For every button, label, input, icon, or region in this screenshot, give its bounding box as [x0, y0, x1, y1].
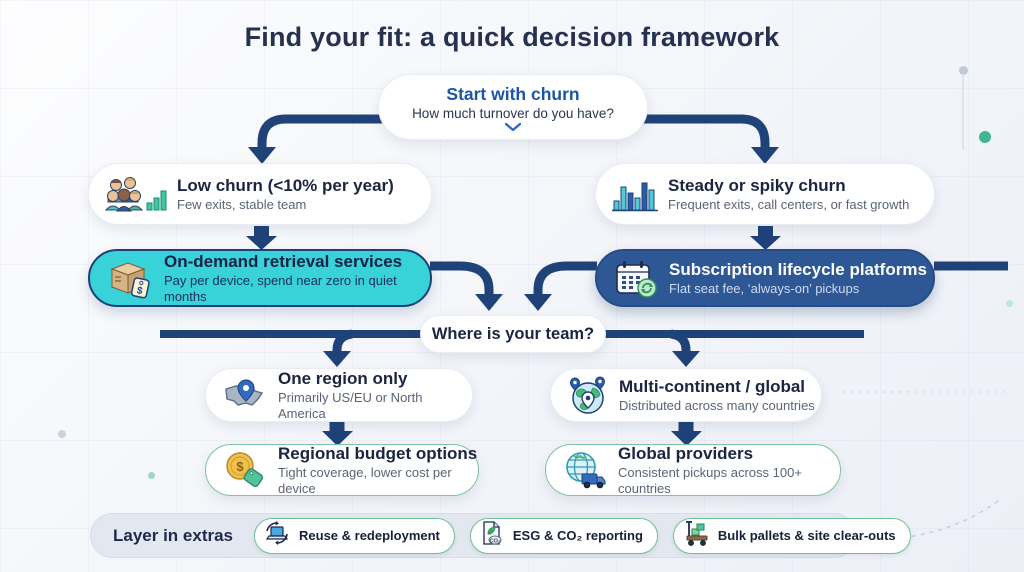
- decor-dot-green: [979, 131, 991, 143]
- pallet-truck-icon: [682, 520, 710, 551]
- svg-text:$: $: [236, 459, 244, 474]
- node-subtitle: Pay per device, spend near zero in quiet…: [164, 272, 397, 305]
- decor-dot-left: [58, 430, 66, 438]
- box-price-tag-icon: $: [106, 257, 154, 299]
- region-map-pin-icon: [222, 377, 268, 413]
- extra-pill-reuse: Reuse & redeployment: [254, 517, 455, 554]
- node-title: Where is your team?: [431, 324, 595, 343]
- node-title: Start with churn: [446, 83, 580, 104]
- svg-text:CO₂: CO₂: [490, 539, 501, 545]
- extras-label: Layer in extras: [113, 525, 234, 545]
- node-title: Low churn (<10% per year): [177, 175, 394, 195]
- node-subtitle: Frequent exits, call centers, or fast gr…: [668, 197, 910, 212]
- decor-dot-gray: [959, 66, 968, 75]
- node-subtitle: Consistent pickups across 100+ countries: [618, 464, 802, 497]
- node-team-question: Where is your team?: [420, 315, 606, 353]
- node-title: Subscription lifecycle platforms: [669, 259, 927, 279]
- extra-pill-label: Reuse & redeployment: [299, 528, 440, 543]
- node-one-region: One region only Primarily US/EU or North…: [205, 368, 473, 422]
- esg-report-icon: CO₂: [479, 520, 505, 551]
- node-global-providers: Global providers Consistent pickups acro…: [545, 444, 841, 496]
- team-growth-icon: [105, 174, 167, 214]
- node-title: Global providers: [618, 443, 754, 463]
- node-subtitle: Flat seat fee, ‘always-on’ pickups: [669, 281, 860, 296]
- node-start-with-churn: Start with churn How much turnover do yo…: [378, 74, 648, 140]
- node-title: On-demand retrieval services: [164, 251, 403, 271]
- extra-pill-bulk: Bulk pallets & site clear-outs: [672, 517, 911, 554]
- node-regional-budget: $ Regional budget options Tight coverage…: [205, 444, 479, 496]
- node-title: Steady or spiky churn: [668, 175, 846, 195]
- node-subtitle: How much turnover do you have?: [412, 105, 614, 121]
- chevron-down-icon: [505, 122, 521, 131]
- bar-chart-icon: [612, 175, 658, 213]
- node-steady-churn: Steady or spiky churn Frequent exits, ca…: [595, 163, 935, 225]
- node-title: Regional budget options: [278, 443, 478, 463]
- decor-dot-teal-small: [1006, 300, 1013, 307]
- node-title: Multi-continent / global: [619, 376, 806, 396]
- laptop-recycle-icon: [263, 520, 291, 551]
- svg-text:$: $: [136, 285, 144, 297]
- page-title: Find your fit: a quick decision framewor…: [244, 22, 780, 52]
- extras-bar: Layer in extras Reuse & redeployment: [90, 513, 911, 558]
- node-multi-continent: Multi-continent / global Distributed acr…: [550, 368, 822, 422]
- node-title: One region only: [278, 368, 408, 388]
- extra-pill-label: Bulk pallets & site clear-outs: [717, 528, 896, 543]
- node-low-churn: Low churn (<10% per year) Few exits, sta…: [88, 163, 432, 225]
- node-subscription-platforms: Subscription lifecycle platforms Flat se…: [595, 249, 935, 307]
- node-subtitle: Distributed across many countries: [619, 398, 815, 413]
- node-subtitle: Few exits, stable team: [177, 197, 307, 212]
- coin-tag-icon: $: [222, 450, 268, 490]
- node-on-demand-retrieval: $ On-demand retrieval services Pay per d…: [88, 249, 432, 307]
- node-subtitle: Primarily US/EU or North America: [278, 389, 423, 422]
- globe-truck-icon: [562, 450, 608, 490]
- decor-dot-left-green: [148, 472, 155, 479]
- node-subtitle: Tight coverage, lower cost per device: [278, 464, 452, 497]
- extra-pill-esg: CO₂ ESG & CO₂ reporting: [469, 517, 658, 554]
- extra-pill-label: ESG & CO₂ reporting: [512, 528, 643, 543]
- calendar-recycle-icon: [613, 257, 659, 299]
- globe-pins-icon: [567, 374, 609, 416]
